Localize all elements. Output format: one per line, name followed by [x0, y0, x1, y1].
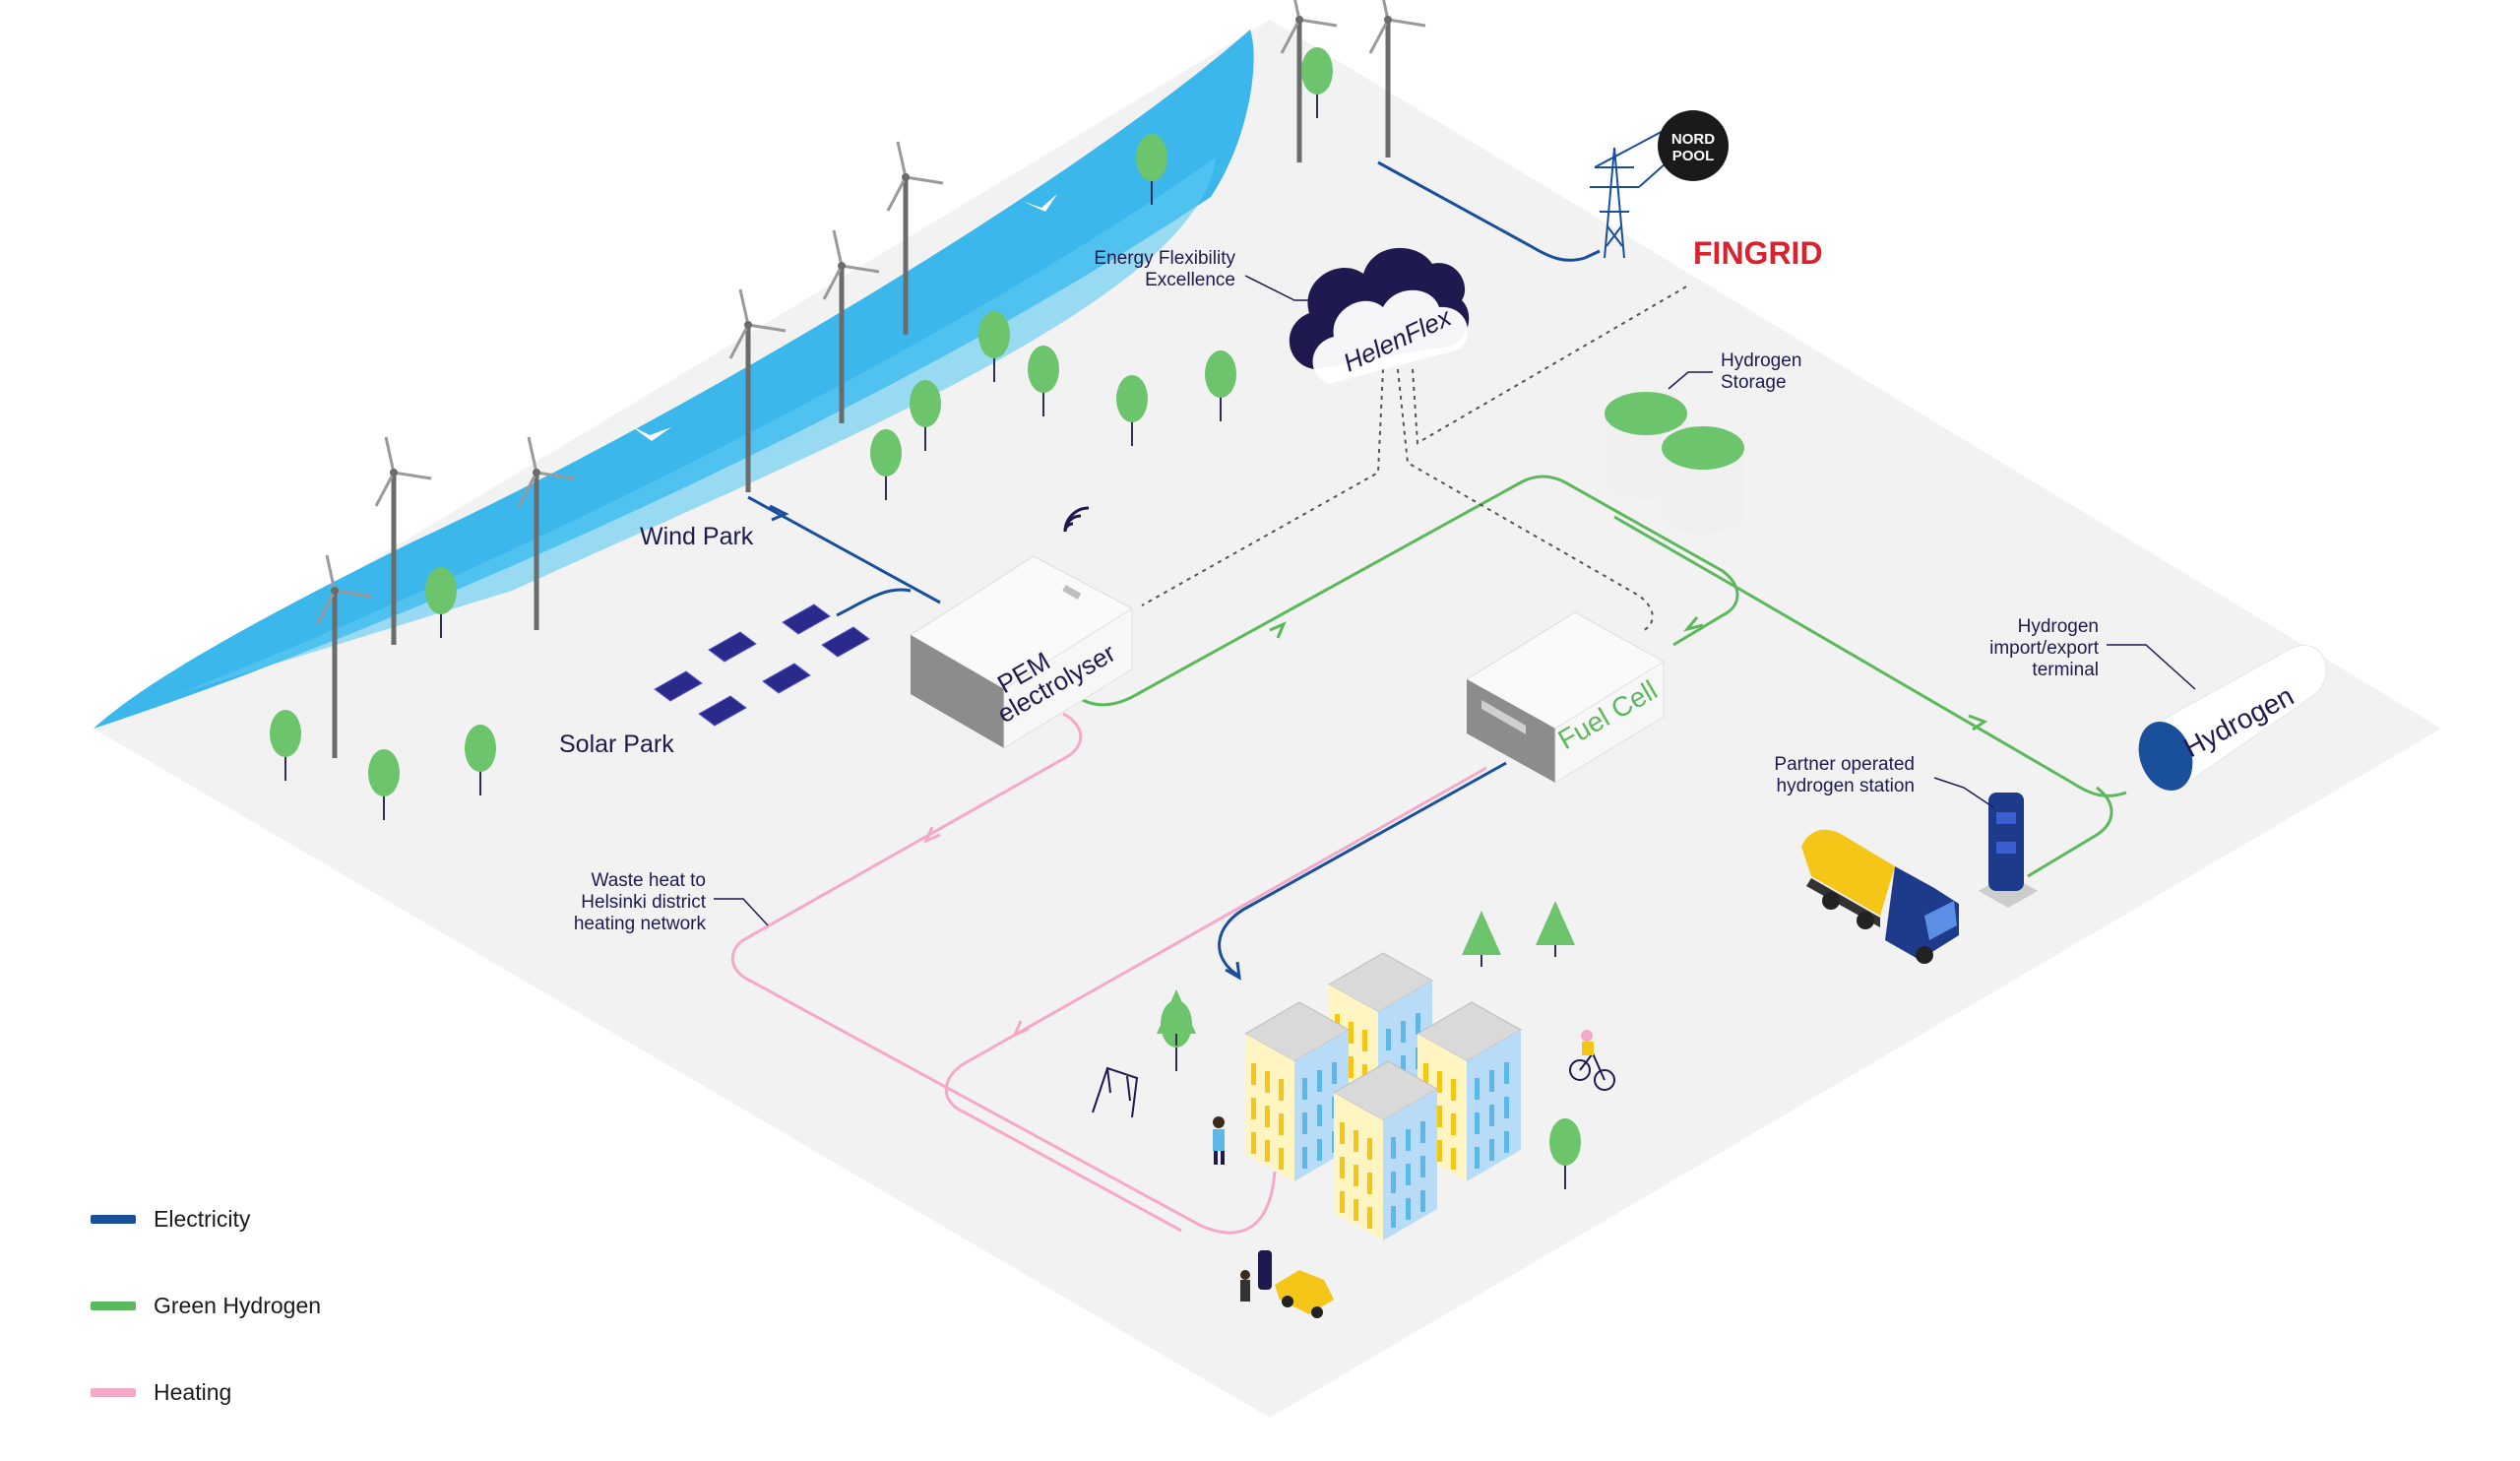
legend-item-electricity: Electricity [91, 1201, 321, 1237]
ground-plane [94, 20, 2441, 1418]
terminal-label-line1: Hydrogen [2018, 616, 2099, 637]
legend-label: Heating [154, 1378, 232, 1405]
swing-icon [1092, 1066, 1139, 1118]
storage-label-line1: Hydrogen [1721, 350, 1801, 371]
building-icon [1332, 1060, 1439, 1240]
legend-label: Electricity [154, 1205, 251, 1232]
legend-item-heating: Heating [91, 1374, 321, 1410]
fingrid-logo[interactable]: FINGRID [1693, 235, 1823, 271]
wind-turbine-icon [728, 288, 787, 492]
tree-group [270, 47, 1581, 1189]
terminal-callout-line [2107, 644, 2196, 690]
wind-turbine-icon [886, 141, 944, 335]
tree-icon [1028, 346, 1059, 416]
tree-icon [1157, 989, 1196, 1046]
station-label-line1: Partner operated [1774, 754, 1915, 775]
electricity-line-icon [91, 1214, 136, 1224]
solar-park [654, 603, 870, 727]
electricity-line-solar [836, 588, 912, 617]
seagull-icon [630, 194, 1057, 441]
solar-panel-icon [782, 603, 831, 635]
tree-icon [1462, 911, 1501, 967]
pylon-icon [1590, 127, 1684, 259]
terminal-label-line2: import/export [1989, 638, 2100, 659]
arrow-icon [1012, 1020, 1030, 1038]
tree-icon [1536, 901, 1575, 957]
tree-icon [425, 567, 457, 638]
legend: Electricity Green Hydrogen Heating [91, 1201, 321, 1461]
solar-panel-icon [708, 631, 757, 663]
tree-icon [910, 380, 941, 451]
person-icon [1213, 1116, 1225, 1165]
arrow-icon [923, 826, 941, 844]
legend-label: Green Hydrogen [154, 1292, 322, 1318]
tree-icon [1136, 134, 1167, 205]
wind-turbine-icon [315, 554, 373, 758]
tree-icon [1549, 1118, 1581, 1189]
arrow-icon [769, 504, 789, 522]
waste-heat-label-line1: Waste heat to [591, 870, 706, 891]
sea [94, 30, 1254, 729]
wind-park-label: Wind Park [640, 523, 754, 550]
legend-item-green-hydrogen: Green Hydrogen [91, 1288, 321, 1323]
wind-turbine-icon [1368, 0, 1426, 158]
electricity-line-fuelcell [1218, 761, 1507, 979]
arrow-icon [1269, 621, 1287, 639]
cyclist-icon [1569, 1030, 1615, 1091]
tree-icon [1205, 350, 1236, 421]
solar-panel-icon [762, 663, 811, 694]
hydrogen-lines [1072, 475, 2127, 878]
wifi-icon [1063, 506, 1090, 533]
flex-label-line2: Excellence [1145, 270, 1235, 290]
tree-icon [978, 311, 1010, 382]
solar-panel-icon [698, 695, 747, 727]
nordpool-line1: NORD [1671, 131, 1715, 148]
car-icon [1240, 1250, 1334, 1318]
nordpool-logo[interactable]: NORD POOL [1658, 110, 1729, 181]
tree-icon [368, 749, 400, 820]
storage-callout-line [1668, 371, 1713, 390]
tree-icon [465, 725, 496, 795]
waste-heat-label-line3: heating network [574, 914, 707, 934]
tree-icon [870, 429, 902, 500]
tree-icon [270, 710, 301, 781]
flex-label-line1: Energy Flexibility [1094, 248, 1235, 269]
building-group [1243, 952, 1523, 1240]
wind-turbine-icon [822, 229, 880, 423]
arrow-icon [1225, 961, 1241, 981]
wind-turbine-icon [374, 436, 432, 645]
wind-turbine-icon [1280, 0, 1338, 162]
wind-park [315, 0, 1426, 758]
nordpool-line2: POOL [1672, 148, 1715, 164]
wind-turbine-icon [517, 436, 575, 630]
station-label-line2: hydrogen station [1777, 776, 1916, 796]
arrow-icon [1682, 616, 1704, 632]
energy-system-diagram: PEM electrolyser Fuel Cell Hydrogen Stor… [94, 0, 2441, 1418]
storage-label-line2: Storage [1721, 372, 1787, 393]
station-callout-line [1933, 777, 1994, 808]
hydrogen-line-icon [91, 1301, 136, 1310]
electricity-line-grid [1377, 160, 1601, 262]
solar-park-label: Solar Park [559, 730, 674, 758]
waste-heat-callout-line [714, 898, 769, 926]
data-links [1141, 285, 1689, 631]
truck-icon [1801, 829, 1959, 964]
building-icon [1243, 1001, 1351, 1181]
terminal-label-line3: terminal [2032, 660, 2099, 680]
flex-callout-line [1244, 275, 1314, 301]
hydrogen-station[interactable] [1979, 793, 2038, 908]
solar-panel-icon [654, 670, 703, 702]
hydrogen-storage[interactable] [1605, 392, 1744, 534]
tree-icon [1301, 47, 1333, 118]
solar-panel-icon [821, 626, 870, 658]
tree-icon [1116, 375, 1148, 446]
heating-lines [730, 712, 1487, 1235]
waste-heat-label-line2: Helsinki district [581, 892, 706, 913]
arrow-icon [1968, 714, 1988, 731]
heating-line-icon [91, 1387, 136, 1397]
